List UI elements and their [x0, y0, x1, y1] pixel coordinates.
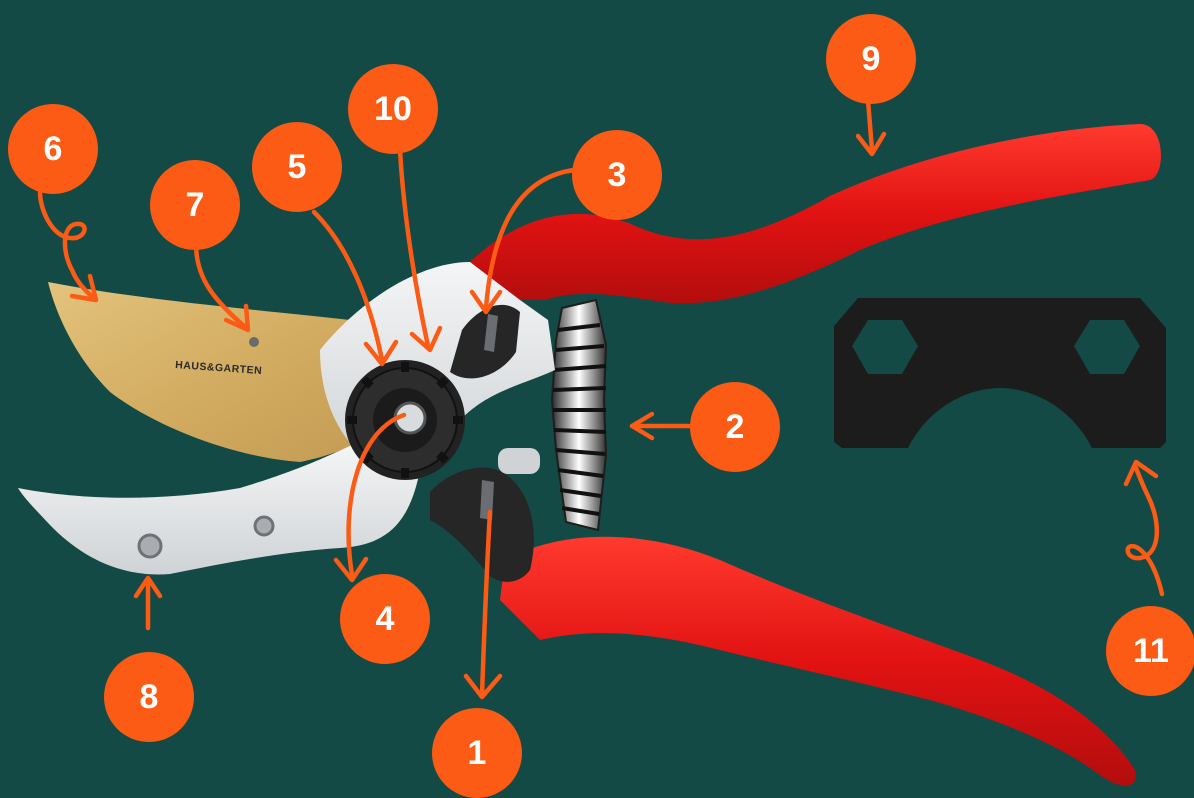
wrench-tool: [834, 298, 1166, 448]
callout-badge-9: 9: [826, 14, 916, 104]
callout-badge-4: 4: [340, 574, 430, 664]
callout-badge-8: 8: [104, 652, 194, 742]
lower-lock-cap: [498, 448, 540, 474]
lower-handle: [500, 537, 1136, 786]
arrow-9: [868, 100, 872, 150]
jaw-screw-2: [255, 517, 273, 535]
callout-badge-1: 1: [432, 708, 522, 798]
callout-badge-6: 6: [8, 104, 98, 194]
callout-badge-10: 10: [348, 64, 438, 154]
arrow-11: [1128, 468, 1162, 594]
spring: [552, 300, 606, 530]
callout-badge-5: 5: [252, 122, 342, 212]
upper-handle: [470, 124, 1161, 303]
callout-badge-11: 11: [1106, 606, 1194, 696]
callout-badge-2: 2: [690, 382, 780, 472]
jaw-screw-1: [139, 535, 161, 557]
blade-screw-hole: [249, 337, 259, 347]
callout-badge-3: 3: [572, 130, 662, 220]
callout-badge-7: 7: [150, 160, 240, 250]
